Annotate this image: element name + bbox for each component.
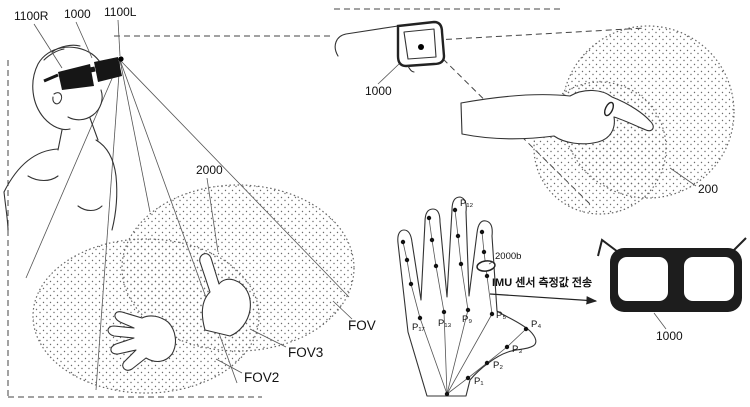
keypoint-dot xyxy=(523,326,529,332)
keypoint-dot xyxy=(489,311,495,317)
keypoint-dot xyxy=(452,207,458,213)
keypoint-label: P₂ xyxy=(493,360,503,371)
right-temple xyxy=(733,237,747,251)
keypoint-dot xyxy=(417,315,423,321)
boundary-dashed-lines xyxy=(7,8,560,398)
keypoint-dot xyxy=(479,229,485,235)
label-fov3: FOV3 xyxy=(288,345,323,360)
label-1100R: 1100R xyxy=(14,9,49,23)
pointing-hand-sketch xyxy=(199,253,251,337)
temple-arm xyxy=(43,73,59,83)
hand-keypoints xyxy=(400,207,529,397)
open-hand-sketch xyxy=(107,311,177,371)
label-fov2: FOV2 xyxy=(244,370,279,385)
keypoint-dot xyxy=(408,281,414,287)
keypoint-dot xyxy=(484,273,490,279)
keypoint-label: P₁₇ xyxy=(412,322,425,333)
side-glasses-sketch xyxy=(334,20,446,73)
left-lens xyxy=(618,257,668,301)
worn-glasses-sketch xyxy=(43,56,124,90)
keypoint-dot xyxy=(429,237,435,243)
label-200-partial: 200 xyxy=(698,182,718,196)
keypoint-label: P₄ xyxy=(531,319,541,330)
keypoint-dot xyxy=(444,391,450,397)
keypoint-dot xyxy=(426,215,432,221)
label-2000: 2000 xyxy=(196,163,223,177)
label-2000b: 2000b xyxy=(495,251,521,262)
keypoint-label: P₃ xyxy=(512,344,522,355)
ear-sketch xyxy=(52,92,63,105)
fov-ellipse xyxy=(121,184,355,352)
keypoint-dot xyxy=(433,263,439,269)
left-figure-labels: 1100R 1000 1100L 2000 FOV FOV3 FOV2 xyxy=(14,5,376,385)
left-temple xyxy=(597,238,619,257)
camera-dot-side xyxy=(418,44,424,50)
label-1100L: 1100L xyxy=(104,5,137,19)
imu-transmission-arrow xyxy=(489,293,598,305)
keypoint-dot xyxy=(458,261,464,267)
label-1000-glasses: 1000 xyxy=(656,329,683,343)
hand-outline xyxy=(397,196,537,397)
pointing-arm-sketch xyxy=(460,89,654,145)
keypoint-label: P₁ xyxy=(474,376,484,387)
label-1000-left: 1000 xyxy=(64,7,91,21)
right-lens xyxy=(684,257,734,301)
hand-keypoint-labels: P₁₂ P₁₇ P₁₃ P₉ P₅ P₄ P₃ P₂ P₁ xyxy=(412,198,541,387)
keypoint-label: P₉ xyxy=(462,314,472,325)
keypoint-dot xyxy=(400,239,406,245)
hand-keypoint-diagram: P₁₂ P₁₇ P₁₃ P₉ P₅ P₄ P₃ P₂ P₁ 2000b IMU … xyxy=(397,196,598,397)
keypoint-dot xyxy=(465,307,471,313)
keypoint-label: P₁₃ xyxy=(438,318,452,329)
keypoint-label: P₁₂ xyxy=(460,198,474,209)
keypoint-dot xyxy=(455,233,461,239)
ar-glasses-front-sketch xyxy=(597,237,747,312)
keypoint-dot xyxy=(404,257,410,263)
keypoint-dot xyxy=(504,344,510,350)
keypoint-label: P₅ xyxy=(496,310,506,321)
keypoint-dot xyxy=(441,309,447,315)
hand-skeleton-lines xyxy=(402,209,527,395)
keypoint-dot xyxy=(465,375,471,381)
label-fov: FOV xyxy=(348,318,376,333)
camera-dot xyxy=(118,56,124,62)
keypoint-dot xyxy=(484,360,490,366)
imu-transmission-caption: IMU 센서 측정값 전송 xyxy=(492,275,592,289)
ring-on-finger xyxy=(603,101,615,117)
keypoint-dot xyxy=(481,249,487,255)
label-1000-top-right: 1000 xyxy=(365,84,392,98)
